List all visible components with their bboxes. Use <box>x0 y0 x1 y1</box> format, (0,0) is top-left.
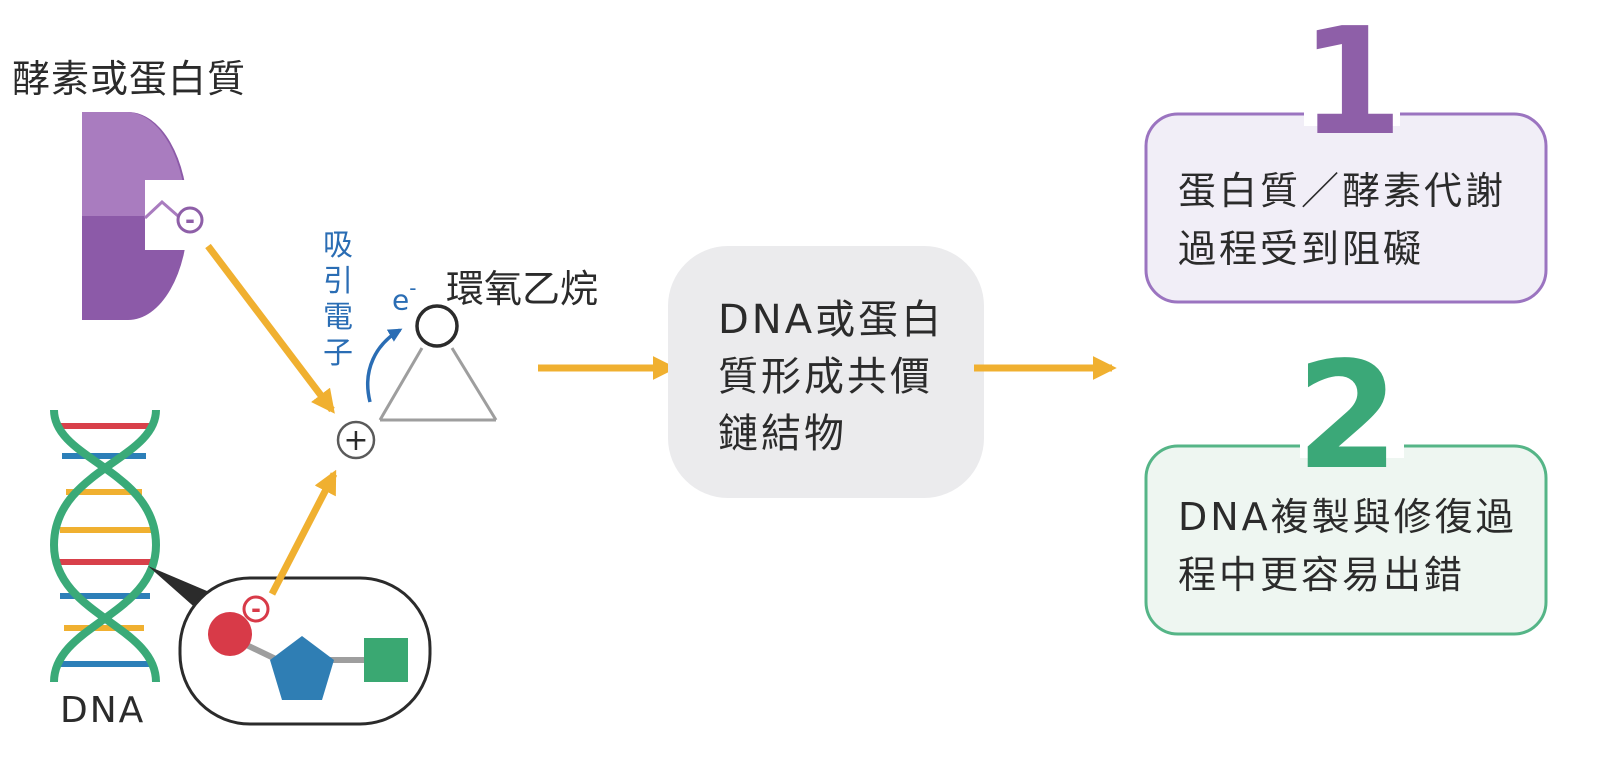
base-square <box>364 638 408 682</box>
result-2-number: 2 <box>1296 330 1399 502</box>
result-2-number-gap <box>1300 436 1404 458</box>
oxygen-atom <box>415 304 459 348</box>
phosphate-group <box>208 612 252 656</box>
enzyme-to-plus-arrow <box>205 243 335 414</box>
phosphate-negative-symbol: - <box>251 595 261 623</box>
electron-symbol: e <box>392 283 410 317</box>
epoxide-ring <box>378 304 498 422</box>
enzyme-title: 酵素或蛋白質 <box>12 57 247 101</box>
electron-label: e- <box>392 276 416 317</box>
result-2-text: DNA複製與修復過程中更容易出錯 <box>1178 495 1517 597</box>
epoxide-title: 環氧乙烷 <box>446 267 599 311</box>
sugar-pentagon <box>270 636 334 700</box>
positive-charge <box>336 420 376 460</box>
enzyme-shape: - <box>82 112 204 320</box>
dna-helix <box>49 409 161 683</box>
enzyme-negative-charge <box>176 206 204 234</box>
dna-label: DNA <box>60 690 146 731</box>
dna-to-plus-arrow <box>268 469 338 596</box>
adduct-text: DNA或蛋白質形成共價鏈結物 <box>718 297 945 457</box>
attract-electron-label: 吸引電子 <box>323 228 353 371</box>
phosphate-negative-charge <box>242 595 270 623</box>
nucleotide: - <box>208 595 408 700</box>
electron-charge: - <box>409 276 417 300</box>
result-1-number: 1 <box>1300 0 1403 168</box>
adduct-box <box>668 246 984 498</box>
result-1-text: 蛋白質／酵素代謝過程受到阻礙 <box>1178 169 1507 271</box>
result-1-number-gap <box>1304 104 1400 126</box>
positive-symbol: + <box>343 423 368 458</box>
electron-pull-arrow <box>365 328 403 403</box>
enzyme-negative-symbol: - <box>185 206 195 234</box>
